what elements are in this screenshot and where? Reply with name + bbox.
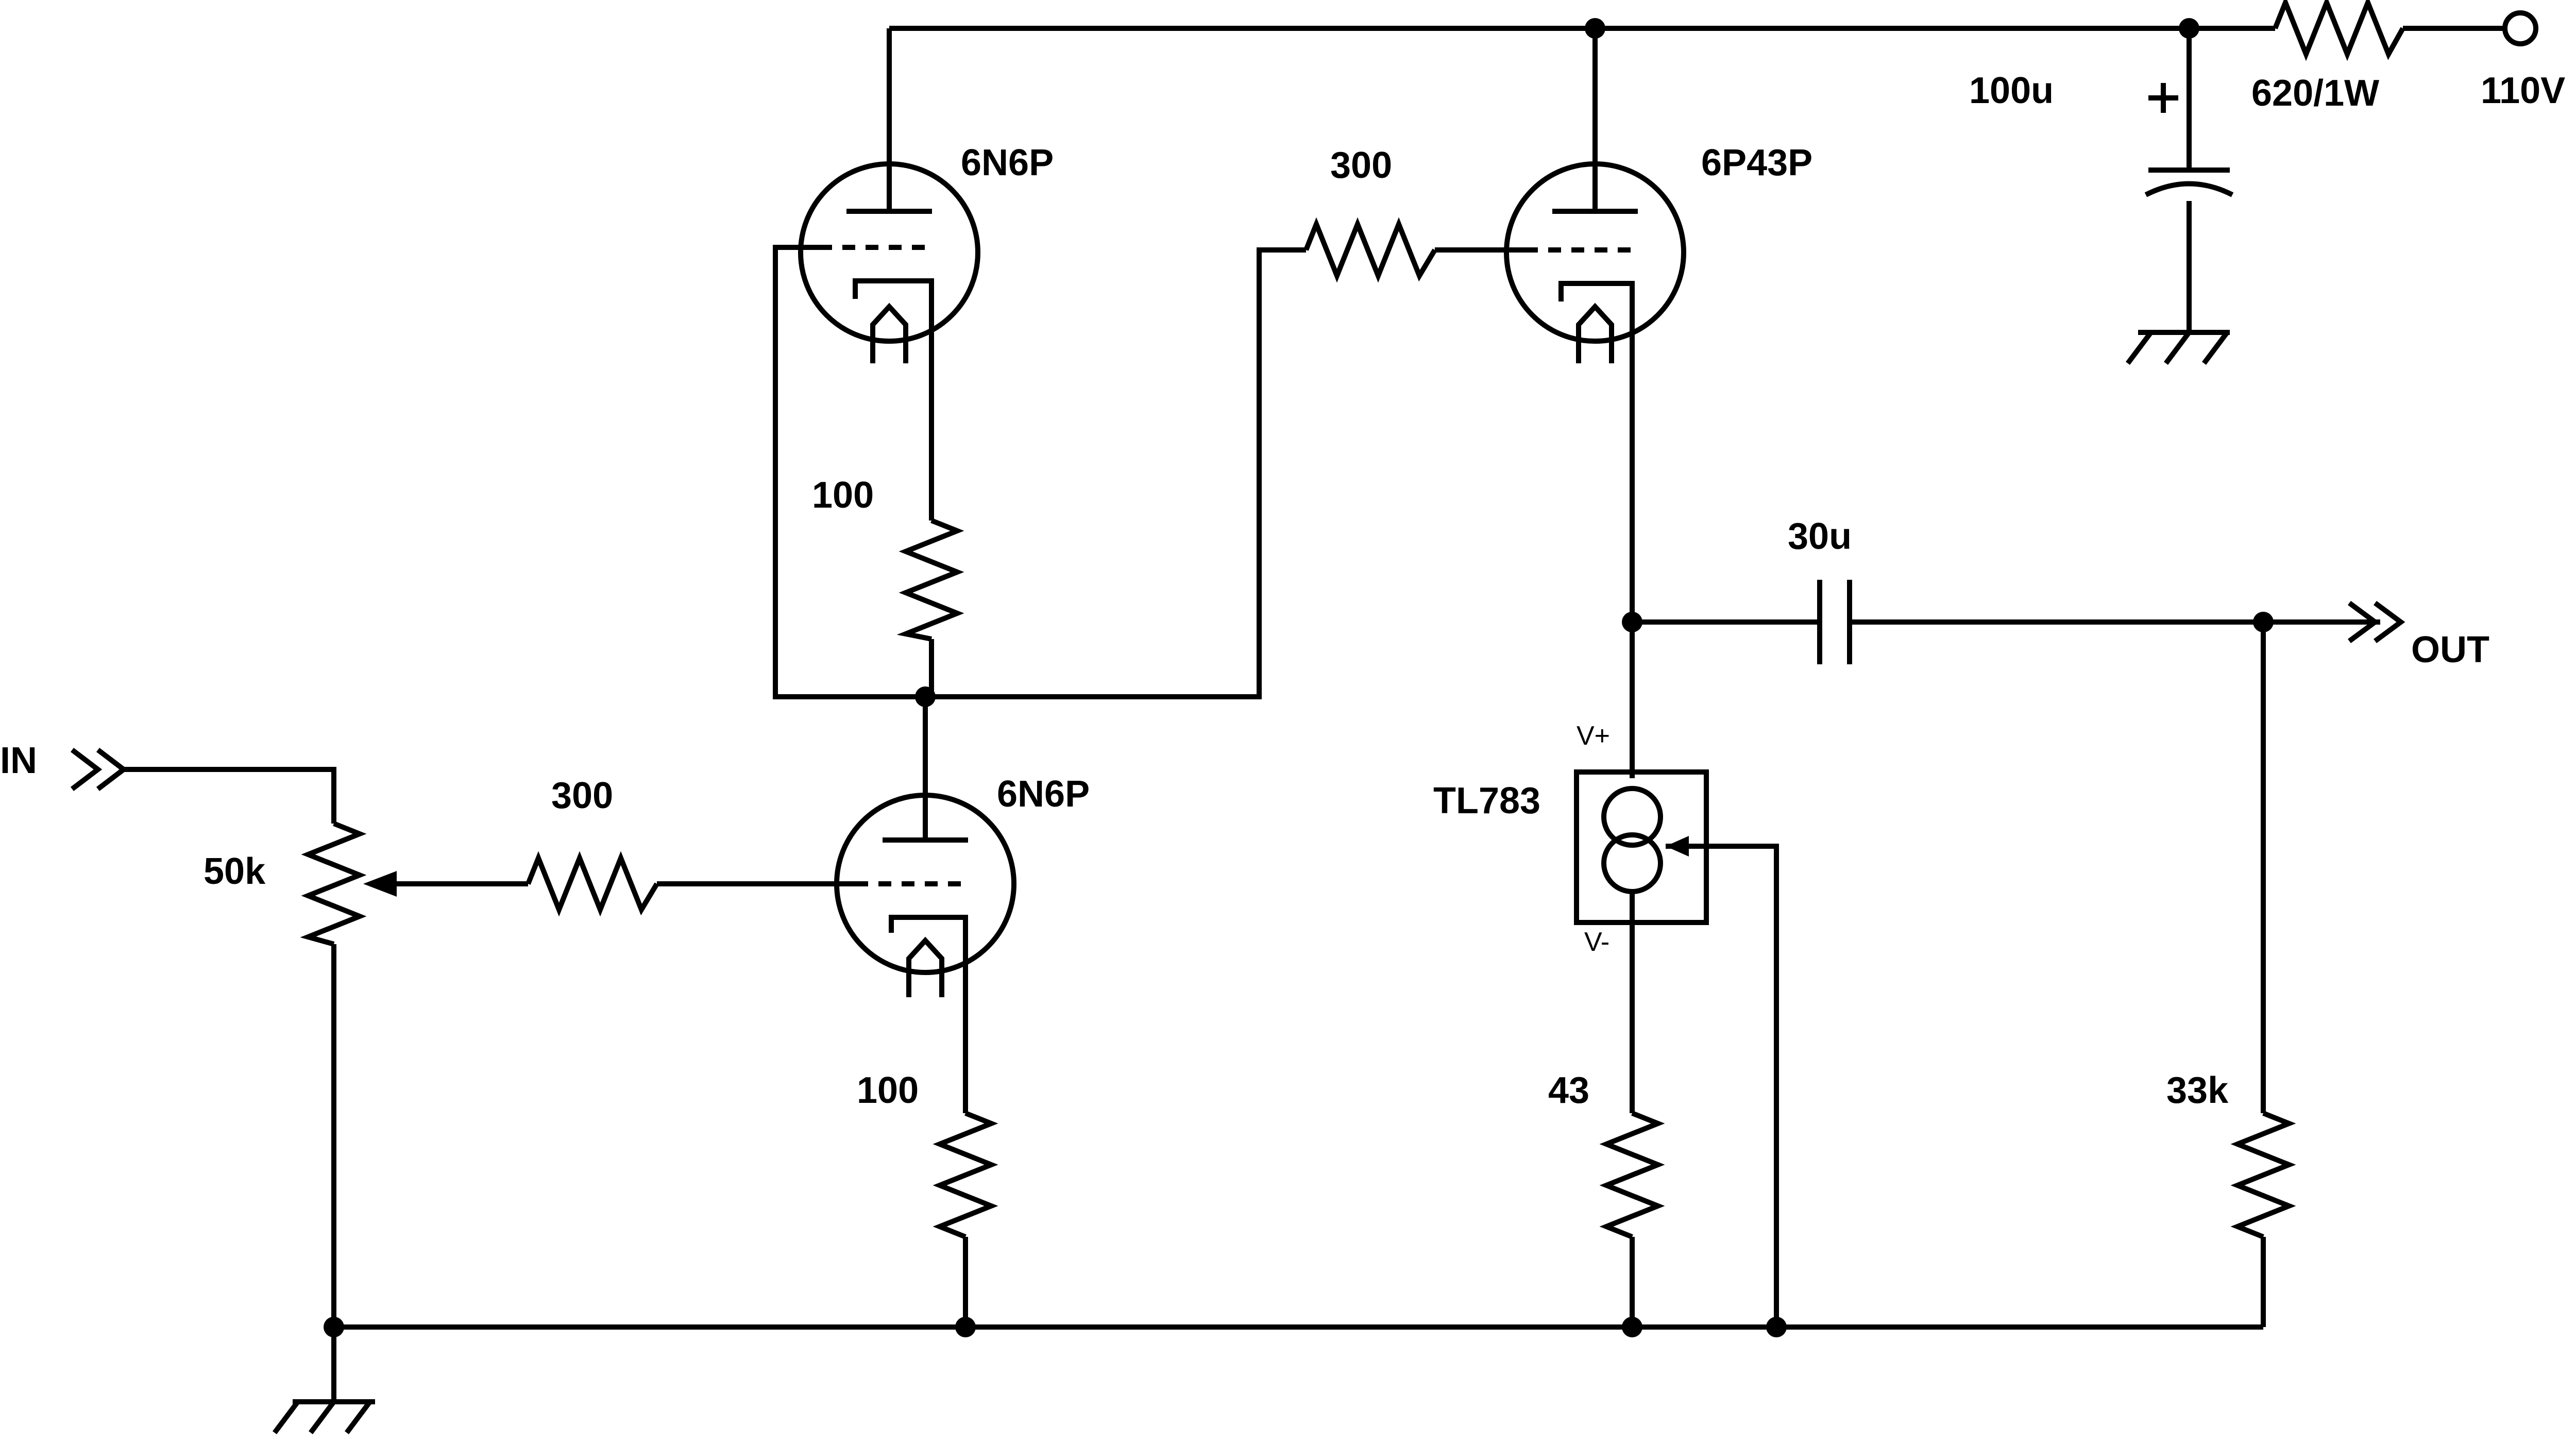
output-terminal: [2348, 600, 2405, 644]
wires: [120, 26, 2504, 1402]
wiper-arrow-icon: [363, 871, 397, 897]
ground-symbol-main: [273, 1399, 375, 1434]
resistor-43: [1599, 1111, 1665, 1239]
terminal-label: IN: [0, 740, 37, 781]
capacitor-label: 100u: [1969, 70, 2054, 111]
resistor-100-bottom: [933, 1111, 998, 1239]
resistor-33k: [2230, 1111, 2296, 1239]
junction-dot: [1622, 612, 1642, 632]
junction-dot: [915, 686, 936, 707]
resistor-620-1w: [2273, 0, 2405, 61]
tube-label: 6P43P: [1701, 142, 1812, 183]
potentiometer-50k: [300, 821, 397, 947]
pin-label: V-: [1584, 927, 1609, 957]
resistor-label: 33k: [2166, 1070, 2229, 1111]
potentiometer-label: 50k: [204, 851, 266, 892]
resistor-label: 100: [812, 475, 874, 516]
resistor-label: 100: [857, 1070, 919, 1111]
tube-6p43p: [1502, 161, 1686, 363]
resistor-300-input: [526, 851, 659, 917]
supply-terminal: [2502, 10, 2538, 46]
terminal-label: OUT: [2411, 629, 2489, 670]
junction-dot: [955, 1317, 976, 1337]
junction-dot: [2179, 18, 2199, 39]
labels: 6N6P 6N6P 6P43P 300 300 100 100 50k 100u…: [0, 70, 2565, 1111]
adjust-arrow-icon: [1666, 836, 1689, 857]
capacitor-label: 30u: [1788, 516, 1852, 557]
resistor-100-top: [896, 518, 964, 642]
resistor-300-power-grid: [1303, 217, 1437, 283]
junction-dot: [1766, 1317, 1787, 1337]
resistor-label: 43: [1548, 1070, 1589, 1111]
tube-6n6p-top: [798, 161, 980, 363]
ground-symbol-supply: [2126, 330, 2230, 365]
resistor-label: 300: [1330, 145, 1392, 186]
tl783-current-source: [1574, 769, 1709, 925]
capacitor-30u: [1817, 580, 1852, 664]
tube-label: 6N6P: [961, 142, 1054, 183]
tube-label: 6N6P: [997, 774, 1090, 815]
capacitor-100u: [2144, 83, 2234, 197]
resistor-label: 620/1W: [2251, 73, 2379, 114]
junction-dots: [324, 18, 2274, 1337]
tube-6n6p-bottom: [834, 793, 1016, 997]
input-terminal: [70, 748, 128, 791]
terminal-label: 110V: [2481, 70, 2565, 111]
junction-dot: [324, 1317, 344, 1337]
ic-label: TL783: [1433, 780, 1540, 821]
resistor-label: 300: [551, 775, 613, 816]
junction-dot: [1622, 1317, 1642, 1337]
pin-label: V+: [1577, 721, 1610, 751]
junction-dot: [1585, 18, 1605, 39]
junction-dot: [2253, 612, 2274, 632]
